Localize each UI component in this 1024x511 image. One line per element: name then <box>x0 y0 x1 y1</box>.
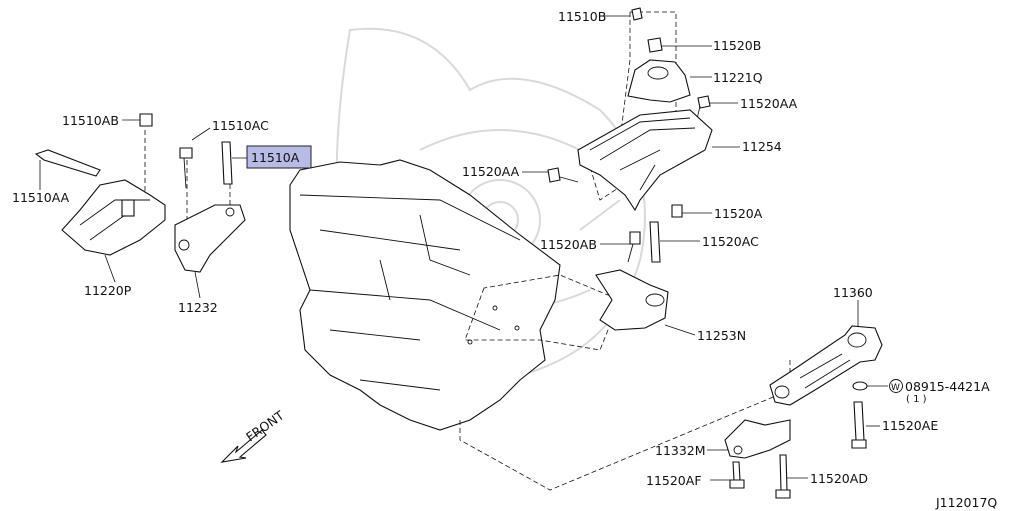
label-11520B[interactable]: 11520B <box>713 38 761 53</box>
front-label: FRONT <box>243 407 287 444</box>
stud-11520AC <box>649 221 700 263</box>
bolt-11510B <box>604 7 643 21</box>
bolt-11520AD <box>775 454 808 499</box>
label-11510B[interactable]: 11510B <box>558 9 606 24</box>
label-11232[interactable]: 11232 <box>178 300 218 315</box>
label-11520A[interactable]: 11520A <box>714 206 763 221</box>
insulator-11220P <box>61 179 166 283</box>
mount-hole <box>492 305 498 311</box>
bracket-11253N <box>595 269 696 336</box>
mount-hole <box>514 325 520 331</box>
bolt-11520AF <box>710 461 745 489</box>
torque-rod-11360 <box>769 300 883 406</box>
bracket-11332M <box>707 419 791 459</box>
label-11510AC[interactable]: 11510AC <box>212 118 269 133</box>
highlight-11510A <box>246 145 312 169</box>
dash-link <box>619 12 631 141</box>
diagram-id: J112017Q <box>935 495 997 510</box>
label-11510A[interactable]: 11510A <box>251 150 300 165</box>
bracket-11254 <box>577 109 740 212</box>
washer-08915 <box>852 381 888 391</box>
washer-mark-icon <box>889 379 903 393</box>
label-11254[interactable]: 11254 <box>742 139 782 154</box>
label-11220P[interactable]: 11220P <box>84 283 132 298</box>
bolt-11520AA-left <box>522 167 579 183</box>
label-11360[interactable]: 11360 <box>833 285 873 300</box>
nut-11520B <box>647 37 712 53</box>
insulator-11221Q <box>627 59 712 103</box>
mount-hole <box>467 339 473 345</box>
bolt-11510AC <box>179 127 211 189</box>
label-11520AA-top[interactable]: 11520AA <box>740 96 798 111</box>
label-11520AC-right[interactable]: 11520AC <box>702 234 759 249</box>
label-11332M[interactable]: 11332M <box>655 443 706 458</box>
label-11520AF[interactable]: 11520AF <box>646 473 702 488</box>
bolt-11520AB <box>600 231 641 263</box>
engine-block <box>289 159 561 431</box>
bolt-11510A <box>221 141 250 185</box>
label-11520AA-left[interactable]: 11520AA <box>462 164 520 179</box>
label-11221Q[interactable]: 11221Q <box>713 70 763 85</box>
bolt-11520A <box>671 204 712 218</box>
label-11520AB[interactable]: 11520AB <box>540 237 597 252</box>
front-arrow-icon <box>220 429 267 463</box>
dash-link <box>587 11 677 201</box>
bolt-11520AE <box>851 401 880 449</box>
label-08915-qty: ( 1 ) <box>906 394 927 405</box>
washer-mark-text: W <box>891 383 900 393</box>
label-11520AE[interactable]: 11520AE <box>882 418 938 433</box>
label-08915-4421A[interactable]: 08915-4421A <box>905 379 990 394</box>
label-11520AD[interactable]: 11520AD <box>810 471 868 486</box>
bolt-11510AA <box>34 149 101 190</box>
label-11510AA[interactable]: 11510AA <box>12 190 70 205</box>
bolt-11510AB <box>122 113 153 127</box>
label-11510AB[interactable]: 11510AB <box>62 113 119 128</box>
bracket-11232 <box>174 204 246 299</box>
label-11253N[interactable]: 11253N <box>697 328 746 343</box>
